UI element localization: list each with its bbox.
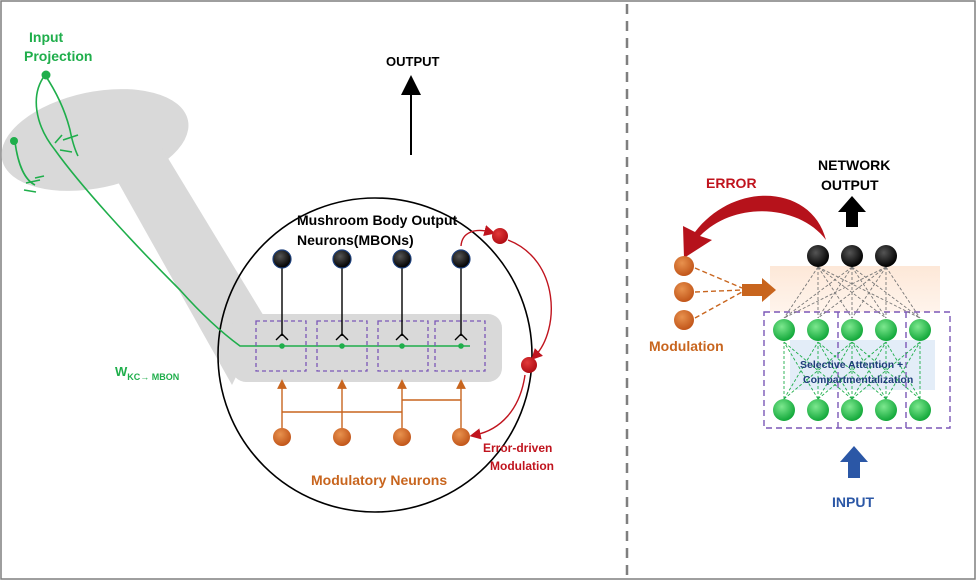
output-connection — [783, 266, 887, 319]
input-neuron-soma-1 — [41, 70, 51, 80]
hidden-connection — [851, 341, 887, 400]
modulatory-neuron-3 — [393, 428, 411, 446]
hidden-connection — [817, 341, 853, 400]
output-connection — [783, 266, 819, 319]
network-output-label-line1: NETWORK — [818, 157, 890, 173]
error-arrow — [683, 195, 826, 258]
mushroom-body-panel: Input Projection WKC→ MBON OUTPUT Mushro… — [1, 29, 554, 513]
hidden-neurons — [773, 319, 931, 341]
mbon-title-line1: Mushroom Body Output — [297, 212, 458, 228]
modulation-arrow — [742, 278, 776, 302]
output-connection — [783, 266, 853, 319]
error-modulation-label-line1: Error-driven — [483, 441, 552, 455]
input-neurons — [773, 399, 931, 421]
output-label: OUTPUT — [386, 54, 440, 69]
hidden-connections — [783, 341, 921, 400]
error-neuron-top — [492, 228, 508, 244]
modulatory-neurons-label: Modulatory Neurons — [311, 472, 447, 488]
error-neuron-mid — [521, 357, 537, 373]
hidden-connection — [885, 341, 921, 400]
hidden-connection — [783, 341, 819, 400]
output-neuron-3 — [875, 245, 897, 267]
kc-synapses — [279, 343, 464, 349]
modulation-neuron-3 — [674, 310, 694, 330]
modulatory-neuron-1 — [273, 428, 291, 446]
modulation-neuron-2 — [674, 282, 694, 302]
input-arrow — [840, 446, 868, 478]
mbon-neuron-3 — [392, 249, 412, 269]
modulatory-neurons — [273, 428, 470, 446]
attention-label-line2: Compartmentalization — [803, 374, 913, 386]
network-output-label-line2: OUTPUT — [821, 177, 879, 193]
input-projection-label-line1: Input — [29, 29, 64, 45]
input-projection-label-line2: Projection — [24, 48, 92, 64]
input-neuron-1 — [773, 399, 795, 421]
hidden-neuron-3 — [841, 319, 863, 341]
modulation-neurons — [674, 256, 694, 330]
hidden-neuron-5 — [909, 319, 931, 341]
error-loop — [460, 225, 552, 440]
mushroom-body-shape — [1, 89, 502, 385]
input-neuron-5 — [909, 399, 931, 421]
input-neuron-2 — [807, 399, 829, 421]
output-connection — [885, 266, 921, 319]
input-label: INPUT — [832, 494, 874, 510]
mbon-neurons — [272, 249, 471, 341]
weight-label: WKC→ MBON — [115, 364, 179, 382]
hidden-neuron-1 — [773, 319, 795, 341]
modulatory-neuron-4 — [452, 428, 470, 446]
output-connection — [817, 266, 887, 319]
modulatory-neuron-2 — [333, 428, 351, 446]
network-output-arrow — [838, 196, 866, 227]
compartment-boxes — [763, 311, 951, 429]
modulation-label: Modulation — [649, 338, 724, 354]
input-projection-neurons — [14, 74, 470, 347]
mbon-neuron-4 — [451, 249, 471, 269]
mbon-title-line2: Neurons(MBONs) — [297, 232, 414, 248]
output-connections — [783, 266, 921, 319]
output-connection — [851, 266, 887, 319]
hidden-connection — [851, 341, 887, 400]
modulation-connections — [694, 267, 743, 319]
input-neuron-soma-2 — [10, 137, 18, 145]
hidden-connection — [885, 341, 921, 400]
hidden-neuron-2 — [807, 319, 829, 341]
hidden-connection — [783, 341, 819, 400]
hidden-connection — [817, 341, 853, 400]
attention-label-line1: Selective Attention + — [800, 359, 903, 371]
modulation-neuron-1 — [674, 256, 694, 276]
hidden-neuron-4 — [875, 319, 897, 341]
output-neuron-1 — [807, 245, 829, 267]
input-neuron-4 — [875, 399, 897, 421]
input-neuron-3 — [841, 399, 863, 421]
modulatory-connections — [277, 379, 466, 428]
mbon-neuron-2 — [332, 249, 352, 269]
error-modulation-label-line2: Modulation — [490, 459, 554, 473]
mbon-neuron-1 — [272, 249, 292, 269]
network-panel: Selective Attention + Compartmentalizati… — [649, 157, 951, 510]
output-layer-band — [770, 266, 940, 312]
output-neuron-2 — [841, 245, 863, 267]
error-label: ERROR — [706, 175, 757, 191]
network-output-neurons — [807, 245, 897, 267]
